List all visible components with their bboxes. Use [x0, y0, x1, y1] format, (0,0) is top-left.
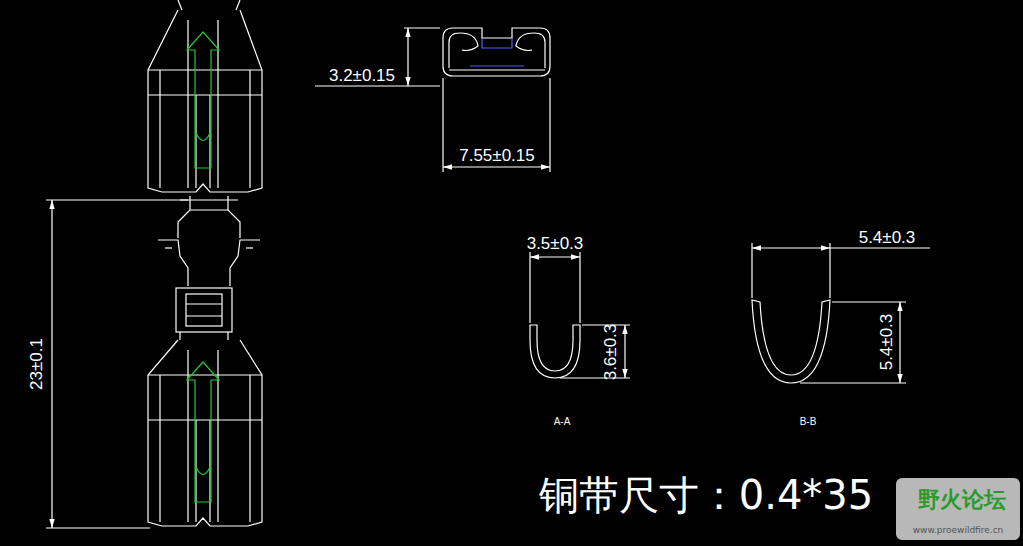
- outline-line: [227, 332, 228, 340]
- dimension-line: [51, 200, 52, 528]
- outline-line: [217, 20, 218, 188]
- dimension-text: 3.6±0.3: [602, 324, 619, 381]
- extension-line: [751, 243, 752, 298]
- terminal-chain: [148, 0, 262, 526]
- extension-line: [579, 252, 580, 323]
- outline-line: [148, 374, 262, 375]
- watermark-panel: [896, 478, 1020, 540]
- dimension-text: 5.4±0.3: [878, 314, 895, 371]
- dimension-text: 3.2±0.15: [329, 67, 395, 84]
- outline-line: [187, 20, 188, 188]
- spring-contact: [187, 32, 219, 168]
- outline-line: [186, 303, 222, 304]
- section-b-b: [752, 243, 930, 383]
- dimension-text: 3.5±0.3: [527, 235, 584, 252]
- curl-line: [449, 33, 545, 68]
- u-profile: [530, 325, 580, 378]
- outline-line: [148, 94, 262, 95]
- dimension-line: [530, 256, 580, 257]
- extension-line: [46, 527, 150, 528]
- section-outline: [443, 28, 550, 76]
- dimension-line: [407, 28, 408, 86]
- dimension-line: [752, 247, 830, 248]
- dimension-line: [443, 166, 550, 167]
- inner-line: [482, 38, 512, 48]
- extension-line: [829, 243, 830, 298]
- note-text: 铜带尺寸：0.4*35: [539, 475, 874, 515]
- dimension-text: 7.55±0.15: [459, 147, 535, 164]
- outline-line: [249, 375, 250, 522]
- section-label: A-A: [554, 417, 571, 427]
- extension-line: [442, 78, 443, 172]
- crimp-wing: [158, 240, 260, 286]
- watermark-text: 野火论坛: [918, 489, 1006, 511]
- dimension-line: [624, 325, 625, 378]
- extension-line: [404, 27, 440, 28]
- outline-line: [159, 70, 160, 188]
- cross-section-top: [443, 28, 550, 76]
- section-label: B-B: [800, 417, 817, 427]
- outline-line: [178, 0, 182, 10]
- outline-line: [179, 332, 180, 340]
- spring-contact: [187, 362, 219, 502]
- dimension-3-2: [315, 28, 550, 172]
- outline-line: [148, 419, 262, 420]
- terminal-outline: [148, 340, 262, 526]
- dimension-line: [830, 247, 930, 248]
- extension-line: [46, 199, 188, 200]
- dimension-text: 23±0.1: [28, 338, 45, 390]
- outline-line: [246, 247, 253, 248]
- inner-line: [470, 65, 524, 66]
- outline-line: [190, 209, 228, 210]
- spring-contact: [196, 133, 210, 141]
- extension-line: [560, 377, 630, 378]
- watermark-url: www.proewildfire.cn: [913, 526, 1004, 535]
- outline-line: [187, 350, 188, 522]
- watermark: [896, 478, 1020, 540]
- outline-line: [217, 350, 218, 522]
- window-frame: [186, 294, 222, 326]
- outline-line: [148, 69, 262, 70]
- outline-line: [186, 315, 222, 316]
- extension-line: [832, 301, 906, 302]
- outline-line: [449, 69, 545, 70]
- dimension-line: [899, 302, 900, 383]
- outline-line: [236, 0, 240, 10]
- extension-line: [315, 85, 440, 86]
- window-frame: [176, 288, 232, 332]
- extension-line: [529, 252, 530, 323]
- dimension-23: [46, 200, 188, 528]
- outline-line: [159, 375, 160, 522]
- u-profile: [752, 300, 830, 383]
- outline-line: [180, 199, 238, 200]
- outline-line: [165, 247, 172, 248]
- dimension-text: 5.4±0.3: [859, 229, 916, 246]
- extension-line: [549, 78, 550, 172]
- carrier-strip: [178, 196, 240, 238]
- outline-line: [249, 70, 250, 188]
- extension-line: [800, 382, 906, 383]
- spring-contact: [196, 467, 210, 475]
- terminal-outline: [148, 10, 262, 192]
